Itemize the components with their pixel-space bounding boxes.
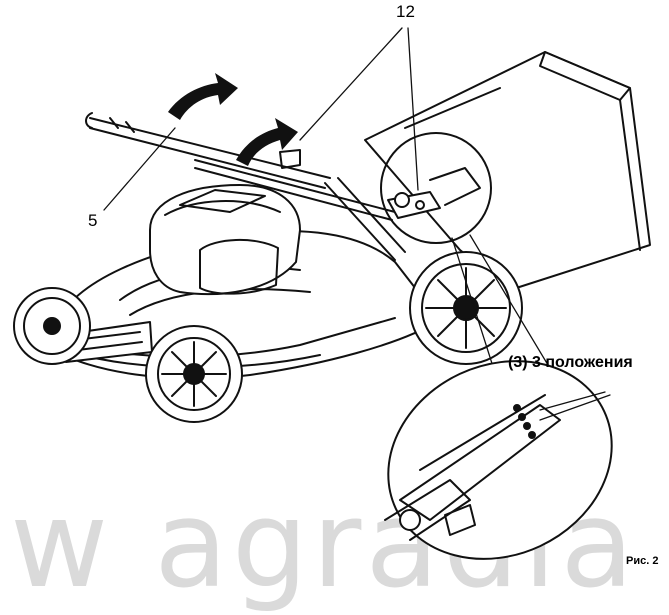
positions-leader [539, 391, 611, 421]
front-right-wheel [145, 325, 243, 423]
rear-wheel [409, 251, 523, 365]
front-left-wheel [13, 287, 91, 365]
mower-diagram [13, 27, 651, 560]
figure-label: Рис. 2 [626, 555, 659, 567]
callout-5: 5 [88, 211, 98, 230]
rotate-arrow-left [168, 73, 238, 120]
rotate-arrow-right [236, 118, 298, 166]
leader-12 [299, 27, 419, 191]
height-lever [387, 167, 481, 219]
leader-5 [103, 127, 176, 211]
callout-12: 12 [396, 2, 415, 21]
grass-bag [364, 51, 651, 291]
handle-bars [85, 112, 406, 261]
motor-housing [149, 184, 301, 296]
detail-circle [380, 132, 492, 244]
positions-label: (3) 3 положения [508, 354, 633, 371]
zoom-detail [384, 360, 613, 560]
